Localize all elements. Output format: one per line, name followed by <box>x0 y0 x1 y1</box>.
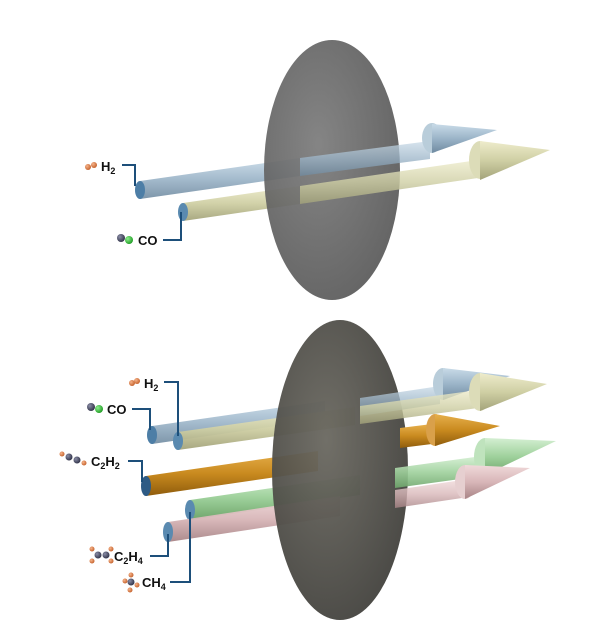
bottom-panel: H2 CO C2H2 C2H4 <box>59 320 556 620</box>
c2h4-label: C2H4 <box>89 534 169 566</box>
svg-text:C2H2: C2H2 <box>91 454 120 471</box>
co-molecule-icon <box>117 234 125 242</box>
svg-text:C2H4: C2H4 <box>114 549 143 566</box>
c2h4-leader-line <box>150 534 169 557</box>
h2-molecule-icon <box>129 380 135 386</box>
ch4-molecule-icon <box>128 572 134 578</box>
h2-label-top: H2 <box>85 159 136 186</box>
c2h4-label-a: C <box>114 549 124 564</box>
co-label-top: CO <box>117 212 182 248</box>
h2-arrow-top <box>300 123 497 176</box>
c2h2-label: C2H2 <box>59 451 143 482</box>
c2h2-molecule-icon <box>59 451 65 457</box>
membrane-disk-bottom <box>272 320 408 620</box>
top-panel: H2 CO <box>85 40 550 300</box>
co-leader-line-bottom <box>132 408 151 430</box>
h2-label-text-bottom: H <box>144 376 153 391</box>
co-leader-line <box>163 212 182 241</box>
ch4-arrow-bottom <box>395 465 530 508</box>
h2-leader-line-bottom <box>164 381 179 436</box>
h2-leader-line <box>122 164 136 186</box>
c2h2-leader-line <box>128 460 143 482</box>
c2h4-label-b: 2 <box>123 556 128 566</box>
svg-text:H2: H2 <box>101 159 115 176</box>
co-label-bottom: CO <box>87 402 151 430</box>
h2-label-bottom: H2 <box>129 376 179 436</box>
c2h2-label-a: C <box>91 454 101 469</box>
ch4-label: CH4 <box>122 512 191 593</box>
c2h4-label-d: 4 <box>138 556 143 566</box>
c2h4-label-c: H <box>128 549 137 564</box>
ch4-leader-line <box>170 512 191 583</box>
c2h2-label-b: 2 <box>100 461 105 471</box>
c2h2-label-d: 2 <box>115 461 120 471</box>
ch4-label-b: 4 <box>161 582 166 592</box>
co-label-text-bottom: CO <box>107 402 127 417</box>
h2-tube-top <box>135 158 300 199</box>
co-molecule-icon <box>87 403 95 411</box>
c2h4-molecule-icon <box>89 546 95 552</box>
c2h2-label-c: H <box>105 454 114 469</box>
c2h2-arrow-bottom <box>400 414 500 448</box>
h2-label-text: H <box>101 159 110 174</box>
svg-text:CH4: CH4 <box>142 575 166 592</box>
co-arrow-top <box>300 141 550 204</box>
h2-label-sub: 2 <box>110 166 115 176</box>
co-arrow-bottom <box>360 373 547 424</box>
ch4-label-a: CH <box>142 575 161 590</box>
h2-label-sub-bottom: 2 <box>153 383 158 393</box>
h2-molecule-icon <box>85 164 91 170</box>
svg-text:H2: H2 <box>144 376 158 393</box>
co-label-text: CO <box>138 233 158 248</box>
